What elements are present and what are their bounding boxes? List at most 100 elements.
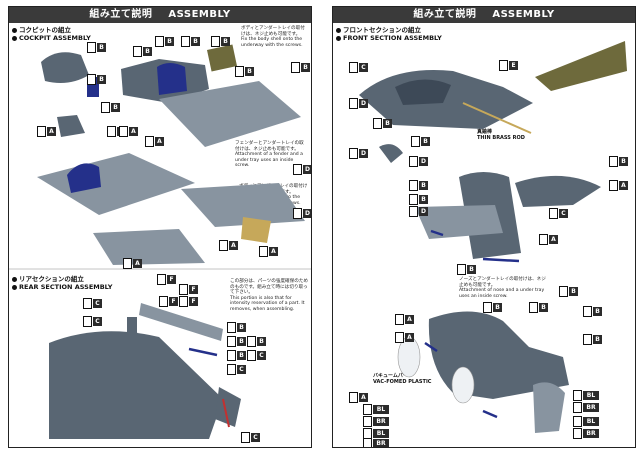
part-tag: B [609,156,628,167]
part-tag: BR [573,402,599,413]
brass-rod-label-en: THIN BRASS ROD [477,135,525,141]
vac-headlight-right [451,366,475,404]
front-under-tray [415,205,503,239]
cockpit-floor-assembled [37,153,195,215]
section-rear-en: REAR SECTION ASSEMBLY [19,283,113,291]
note-4-en: This portion is also that for intensity … [230,295,305,312]
part-tag: D [293,208,311,219]
note-body-screw-1: ボディとアンダートレイの取付けは、ネジ止めも可能です。 Fix the body… [241,26,309,48]
right-title-jp: 組み立て説明 [413,9,477,20]
section-front-en: FRONT SECTION ASSEMBLY [343,34,442,42]
part-tag: C [83,298,102,309]
part-tag-letter: BL [373,429,389,438]
part-tag: F [179,284,198,295]
part-tag: B [373,118,392,129]
part-tag-letter: A [129,127,138,136]
part-tag-letter: D [419,157,428,166]
part-tag: B [227,336,246,347]
part-tag-letter: A [549,235,558,244]
rear-body-part [49,331,223,439]
part-tag: C [349,62,368,73]
part-tag: A [395,332,414,343]
brass-rod-label: 真鍮棒 THIN BRASS ROD [477,129,525,141]
fender-bracket-gold [241,217,271,243]
note-2-en: Attachment of a fender and a under tray … [235,152,303,169]
part-tag: BL [363,428,389,439]
part-tag-letter: A [133,259,142,268]
part-tag: E [499,60,518,71]
part-tag-letter: B [493,303,502,312]
part-tag-letter: A [359,393,368,402]
section-cockpit: コクピットの組立 COCKPIT ASSEMBLY [12,26,91,42]
part-tag-letter: A [405,315,414,324]
rear-wing-part [139,303,223,341]
part-tag-letter: B [593,307,602,316]
left-page-header: 組み立て説明 ASSEMBLY [9,7,311,23]
part-tag: B [457,264,476,275]
front-small-part [379,144,403,163]
rear-blue-strip [188,347,218,357]
part-tag: A [349,392,368,403]
part-tag: B [247,336,266,347]
part-tag: B [235,66,254,77]
part-tag: A [259,246,278,257]
part-tag-letter: A [405,333,414,342]
part-tag: B [87,42,106,53]
part-tag: B [483,302,502,313]
part-tag: B [291,62,310,73]
note-remove-portion: この部分は、パーツの強度確保のためのものです。組み立て時には切り取って下さい。 … [230,279,309,313]
seat-shell-part [41,52,89,83]
part-tag-letter: B [619,157,628,166]
section-cockpit-jp: コクピットの組立 [19,26,71,34]
part-tag: D [293,164,311,175]
cockpit-seat-blue [157,63,187,95]
front-olive-splitter [535,41,627,91]
part-tag: BR [363,416,389,427]
part-tag-letter: B [245,67,254,76]
part-tag: B [409,180,428,191]
part-tag-letter: B [237,337,246,346]
part-tag: BL [573,416,599,427]
vac-parts-label: バキュームパーツ VAC-FOMED PLASTIC [373,373,431,385]
front-blue-detail [424,341,438,353]
part-tag: C [241,432,260,443]
dash-panel-part [206,44,238,72]
rear-diffuser-part [215,387,241,427]
part-tag: B [211,36,230,47]
part-tag: B [227,322,246,333]
part-tag-letter: B [165,37,174,46]
section-rear-jp: リアセクションの組立 [19,275,84,283]
small-bracket-part [57,115,85,137]
front-fender-part [515,175,601,207]
part-tag: A [37,126,56,137]
part-tag-letter: C [93,317,102,326]
part-tag-letter: B [257,337,266,346]
part-tag: B [155,36,174,47]
part-tag-letter: BR [373,439,389,447]
underway-floor-1 [159,81,301,147]
part-tag: D [349,98,368,109]
part-tag-letter: B [419,181,428,190]
part-tag-letter: C [251,433,260,442]
part-tag-letter: B [97,75,106,84]
section-front: フロントセクションの組立 FRONT SECTION ASSEMBLY [336,26,442,42]
note-nose-en: Attachment of nose and a under tray uses… [459,288,545,299]
right-title-en: ASSEMBLY [492,9,555,20]
under-tray-blue-strip [430,229,444,237]
note-nose-jp: ノーズとアンダートレイの取付けは、ネジ止めも可能です。 [459,277,546,288]
part-tag-letter: B [419,195,428,204]
part-tag-letter: B [539,303,548,312]
part-tag-letter: C [359,63,368,72]
part-tag-letter: B [467,265,476,274]
part-tag: A [123,258,142,269]
part-tag: C [549,208,568,219]
part-tag-letter: D [359,99,368,108]
part-tag-letter: B [191,37,200,46]
part-tag: D [409,156,428,167]
left-title-jp: 組み立て説明 [89,9,153,20]
assembled-seat-blue [67,163,101,193]
part-tag-letter: BR [583,403,599,412]
section-rear: リアセクションの組立 REAR SECTION ASSEMBLY [12,275,113,291]
part-tag: C [227,364,246,375]
part-tag-letter: BL [583,417,599,426]
